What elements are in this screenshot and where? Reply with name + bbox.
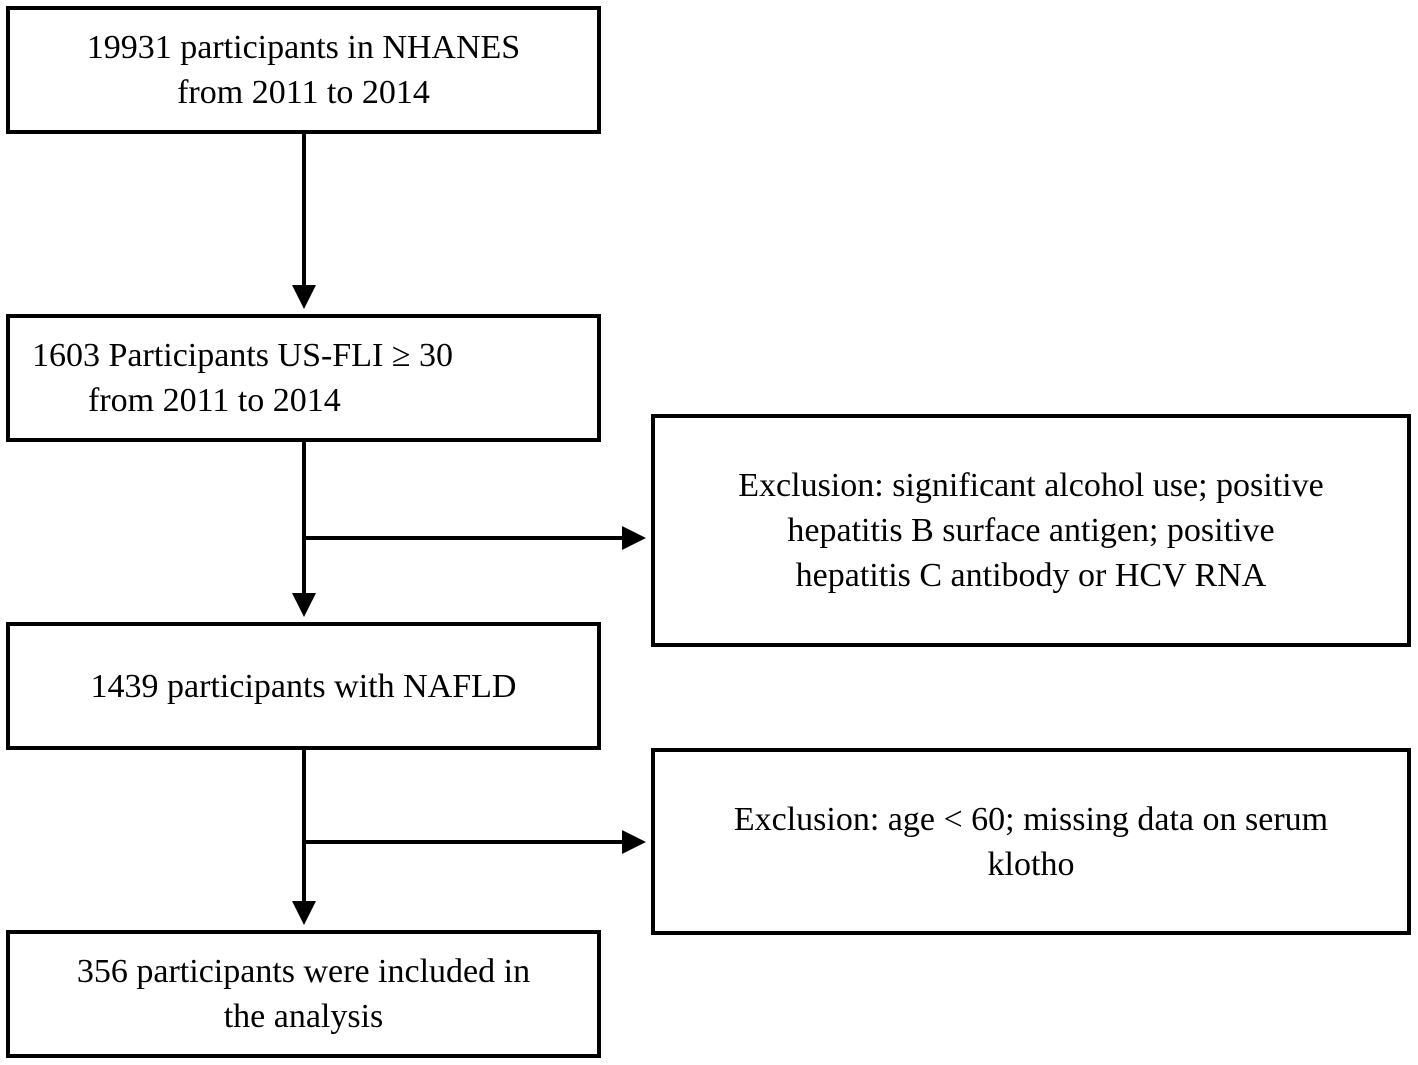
included-participants-box: 356 participants were included in the an… <box>6 930 601 1058</box>
exclusion1-line1: Exclusion: significant alcohol use; posi… <box>738 467 1324 504</box>
box2-line2: from 2011 to 2014 <box>88 382 341 419</box>
exclusion-box-age: Exclusion: age < 60; missing data on ser… <box>651 748 1411 935</box>
box1-line2: from 2011 to 2014 <box>177 74 430 111</box>
nhanes-participants-box: 19931 participants in NHANES from 2011 t… <box>6 6 601 134</box>
nafld-participants-box: 1439 participants with NAFLD <box>6 622 601 750</box>
box1-line1: 19931 participants in NHANES <box>86 29 521 66</box>
exclusion1-line2: hepatitis B surface antigen; positive <box>787 512 1275 549</box>
us-fli-participants-box: 1603 Participants US-FLI ≥ 30 from 2011 … <box>6 314 601 442</box>
box3-line1: 1439 participants with NAFLD <box>90 667 517 705</box>
exclusion-box-hepatitis: Exclusion: significant alcohol use; posi… <box>651 414 1411 647</box>
exclusion1-line3: hepatitis C antibody or HCV RNA <box>795 557 1267 594</box>
box4-line1: 356 participants were included in <box>76 953 531 990</box>
box4-line2: the analysis <box>223 998 384 1035</box>
box2-line1: 1603 Participants US-FLI ≥ 30 <box>32 337 453 374</box>
exclusion2-line1: Exclusion: age < 60; missing data on ser… <box>733 800 1329 838</box>
exclusion2-line2: klotho <box>987 845 1075 883</box>
